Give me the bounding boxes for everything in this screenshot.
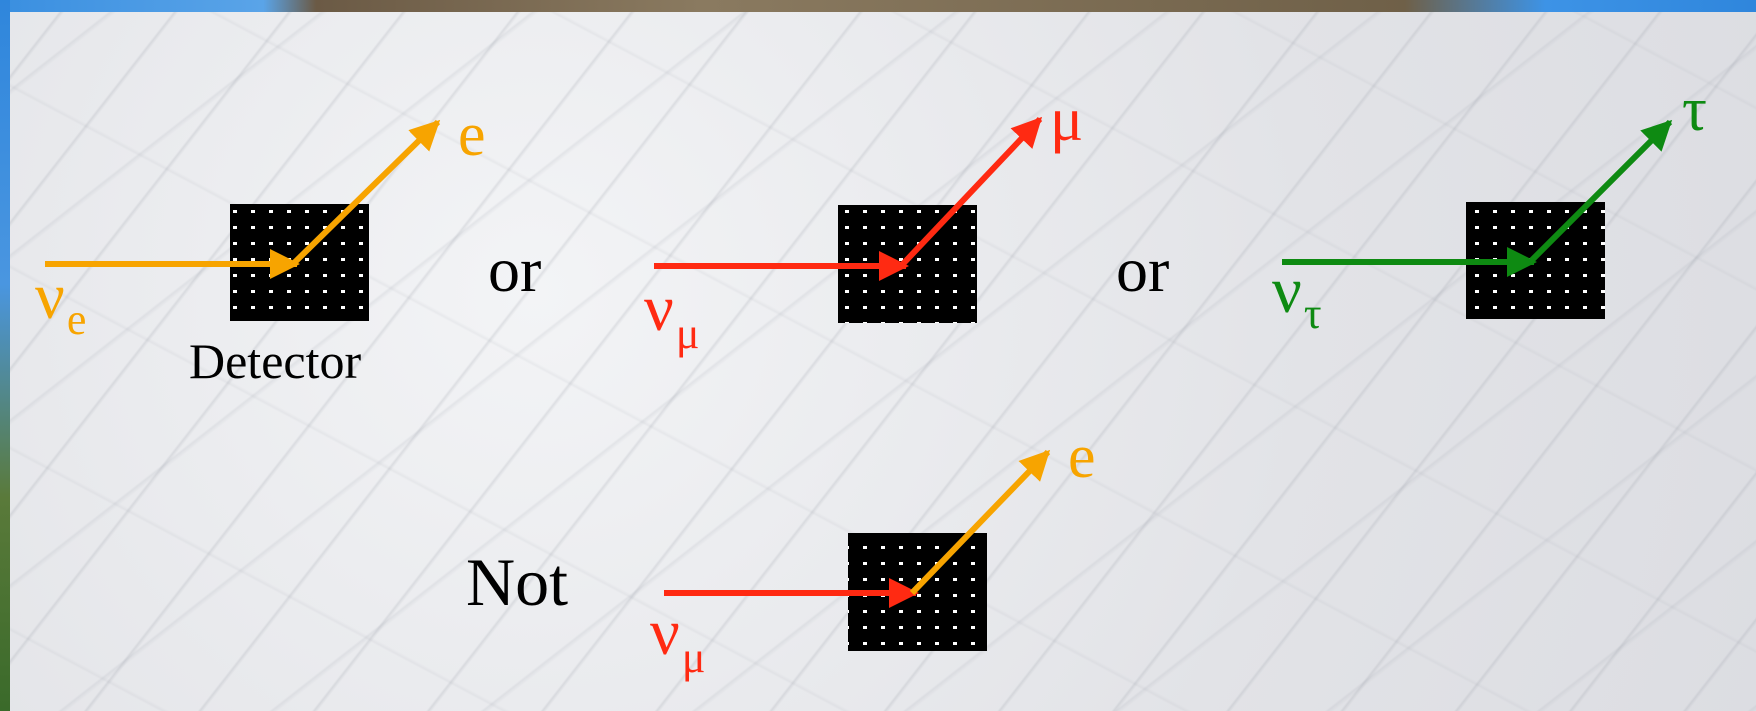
muon-neutrino-symbol: νμ	[650, 596, 705, 682]
or-connector-1: or	[488, 234, 541, 305]
marble-slide: νe e Detector or νμ μ or ντ τ Not	[10, 12, 1756, 711]
outgoing-electron-label: e	[458, 101, 486, 169]
panel-muon-neutrino: νμ μ	[644, 86, 1083, 358]
detector-label: Detector	[189, 333, 361, 389]
tau-neutrino-symbol: ντ	[1272, 254, 1322, 338]
outgoing-electron-label: e	[1068, 423, 1096, 491]
panel-tau-neutrino: ντ τ	[1272, 76, 1707, 338]
not-connector: Not	[466, 544, 568, 620]
outgoing-muon-label: μ	[1050, 86, 1083, 154]
panel-forbidden-transition: νμ e	[650, 423, 1096, 682]
outgoing-tau-label: τ	[1682, 76, 1707, 144]
neutrino-detection-diagram: νe e Detector or νμ μ or ντ τ Not	[10, 12, 1756, 711]
electron-neutrino-symbol: νe	[35, 260, 86, 344]
background-photo-left-edge	[0, 0, 10, 711]
muon-neutrino-symbol: νμ	[644, 272, 699, 358]
or-connector-2: or	[1116, 234, 1169, 305]
panel-electron-neutrino: νe e Detector	[35, 101, 486, 389]
